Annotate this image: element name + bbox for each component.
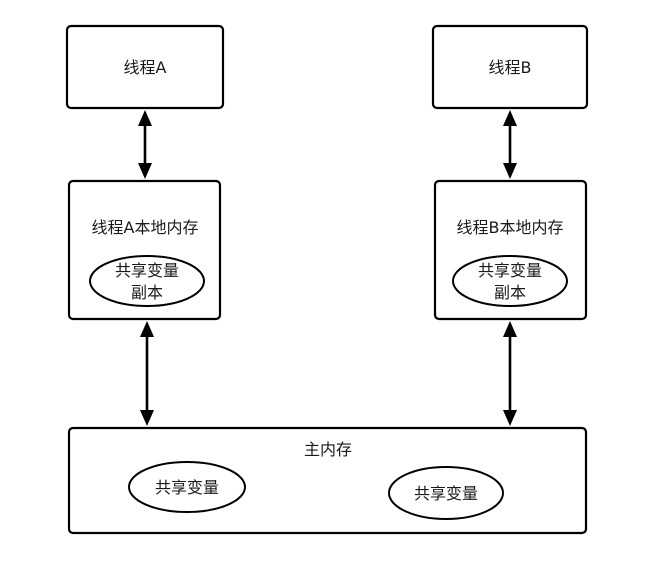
arrow-thread-b-local-head-down bbox=[503, 163, 517, 179]
thread-a-label: 线程A bbox=[124, 58, 167, 77]
thread-a-shared-copy-line2: 副本 bbox=[131, 283, 163, 302]
arrow-thread-b-local bbox=[503, 110, 517, 179]
thread-b-local-memory-node: 线程B本地内存 共享变量 副本 bbox=[433, 179, 588, 321]
thread-a-shared-copy-ellipse bbox=[89, 255, 205, 307]
arrow-thread-b-local-head-up bbox=[503, 110, 517, 126]
thread-b-node: 线程B bbox=[431, 24, 589, 110]
shared-var-right-label: 共享变量 bbox=[414, 484, 478, 503]
shared-var-right-ellipse bbox=[388, 466, 504, 520]
main-memory-node: 主内存 共享变量 共享变量 bbox=[67, 426, 588, 535]
thread-a-shared-copy: 共享变量 副本 bbox=[89, 255, 205, 307]
thread-b-box bbox=[431, 24, 589, 110]
thread-a-local-memory-node: 线程A本地内存 共享变量 副本 bbox=[67, 179, 222, 321]
thread-b-shared-copy: 共享变量 副本 bbox=[452, 255, 568, 307]
arrow-thread-a-local bbox=[138, 110, 152, 179]
shared-var-left-label: 共享变量 bbox=[155, 478, 219, 497]
thread-a-node: 线程A bbox=[65, 24, 225, 110]
arrow-local-a-main-head-down bbox=[140, 410, 154, 426]
thread-b-shared-copy-line1: 共享变量 bbox=[478, 261, 542, 280]
thread-a-shared-copy-line1: 共享变量 bbox=[115, 261, 179, 280]
arrow-thread-a-local-head-down bbox=[138, 163, 152, 179]
shared-var-left-ellipse bbox=[128, 461, 246, 513]
arrow-thread-a-local-head-up bbox=[138, 110, 152, 126]
thread-a-local-memory-label: 线程A本地内存 bbox=[92, 218, 199, 237]
main-memory-shared-var-right: 共享变量 bbox=[388, 466, 504, 520]
main-memory-label: 主内存 bbox=[304, 440, 352, 459]
arrow-local-a-main-head-up bbox=[140, 321, 154, 337]
arrow-local-b-main-head-down bbox=[503, 410, 517, 426]
main-memory-shared-var-left: 共享变量 bbox=[128, 461, 246, 513]
thread-a-box bbox=[65, 24, 225, 110]
thread-b-shared-copy-ellipse bbox=[452, 255, 568, 307]
thread-b-shared-copy-line2: 副本 bbox=[494, 283, 526, 302]
thread-b-label: 线程B bbox=[489, 58, 532, 77]
thread-b-local-memory-label: 线程B本地内存 bbox=[457, 218, 564, 237]
arrow-local-b-main-head-up bbox=[503, 321, 517, 337]
arrow-local-a-main bbox=[140, 321, 154, 426]
arrow-local-b-main bbox=[503, 321, 517, 426]
